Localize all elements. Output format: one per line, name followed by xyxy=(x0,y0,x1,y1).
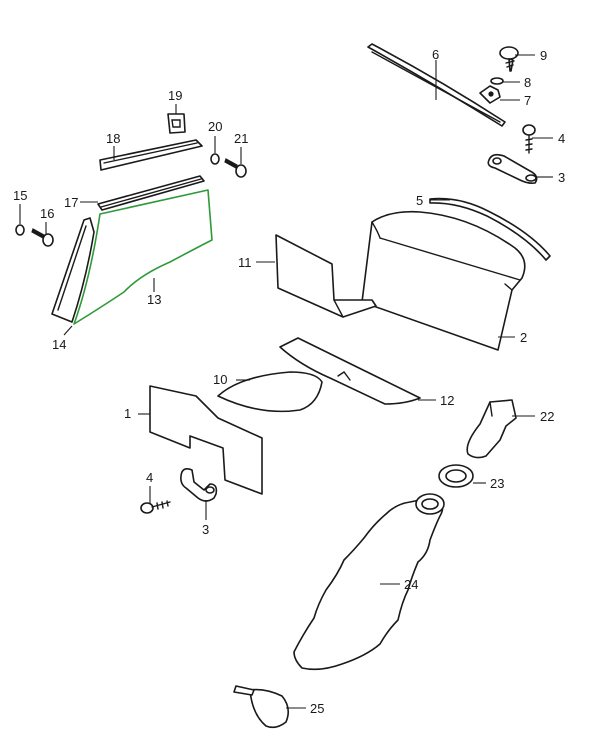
callout-21: 21 xyxy=(234,131,248,146)
part-18-upper-trim xyxy=(99,139,203,171)
part-24-hose xyxy=(293,493,445,671)
part-7-clip xyxy=(479,85,501,104)
callout-4-bottom: 4 xyxy=(146,470,153,485)
callout-13: 13 xyxy=(147,292,161,307)
callout-25: 25 xyxy=(310,701,324,716)
callout-2: 2 xyxy=(520,330,527,345)
callout-labels: 1 2 3 3 4 4 5 6 7 8 9 10 11 12 13 14 15 … xyxy=(13,47,565,716)
part-14-pillar-trim xyxy=(51,217,95,323)
callout-3-bottom: 3 xyxy=(202,522,209,537)
part-17-seal-strip xyxy=(97,175,205,211)
leader-lines xyxy=(19,54,553,709)
callout-22: 22 xyxy=(540,409,554,424)
callout-14: 14 xyxy=(52,337,66,352)
part-21-screw xyxy=(224,158,247,178)
callout-4-top: 4 xyxy=(558,131,565,146)
callout-10: 10 xyxy=(213,372,227,387)
part-9-screw xyxy=(499,46,519,72)
callout-12: 12 xyxy=(440,393,454,408)
part-13-side-panel xyxy=(73,189,213,325)
part-12-floor-mat xyxy=(279,337,421,405)
part-3-bracket-bottom xyxy=(180,468,218,502)
callout-1: 1 xyxy=(124,406,131,421)
part-25-hose-clamp xyxy=(233,685,290,729)
callout-20: 20 xyxy=(208,119,222,134)
callout-24: 24 xyxy=(404,577,418,592)
callout-8: 8 xyxy=(524,75,531,90)
part-2-rear-shelf-panel xyxy=(361,210,526,351)
part-16-screw xyxy=(31,228,54,247)
callout-6: 6 xyxy=(432,47,439,62)
part-5-seal-strip xyxy=(429,197,551,261)
part-22-filler-neck xyxy=(466,399,517,459)
callout-5: 5 xyxy=(416,193,423,208)
callout-3-top: 3 xyxy=(558,170,565,185)
part-1-side-panel xyxy=(149,385,263,495)
part-15-washer xyxy=(15,224,25,236)
part-8-washer xyxy=(490,77,504,85)
part-10-small-mat xyxy=(217,371,323,413)
callout-16: 16 xyxy=(40,206,54,221)
callout-9: 9 xyxy=(540,48,547,63)
part-19-clip-nut xyxy=(167,113,186,134)
callout-15: 15 xyxy=(13,188,27,203)
callout-18: 18 xyxy=(106,131,120,146)
part-20-washer xyxy=(210,153,220,165)
part-4-screw-bottom xyxy=(140,500,171,514)
part-3-bracket-top xyxy=(487,153,538,184)
part-11-side-trim xyxy=(275,234,377,318)
callout-23: 23 xyxy=(490,476,504,491)
callout-17: 17 xyxy=(64,195,78,210)
callout-7: 7 xyxy=(524,93,531,108)
part-4-screw-top xyxy=(522,124,536,154)
part-23-gasket xyxy=(438,464,474,488)
callout-19: 19 xyxy=(168,88,182,103)
callout-11: 11 xyxy=(238,255,252,270)
